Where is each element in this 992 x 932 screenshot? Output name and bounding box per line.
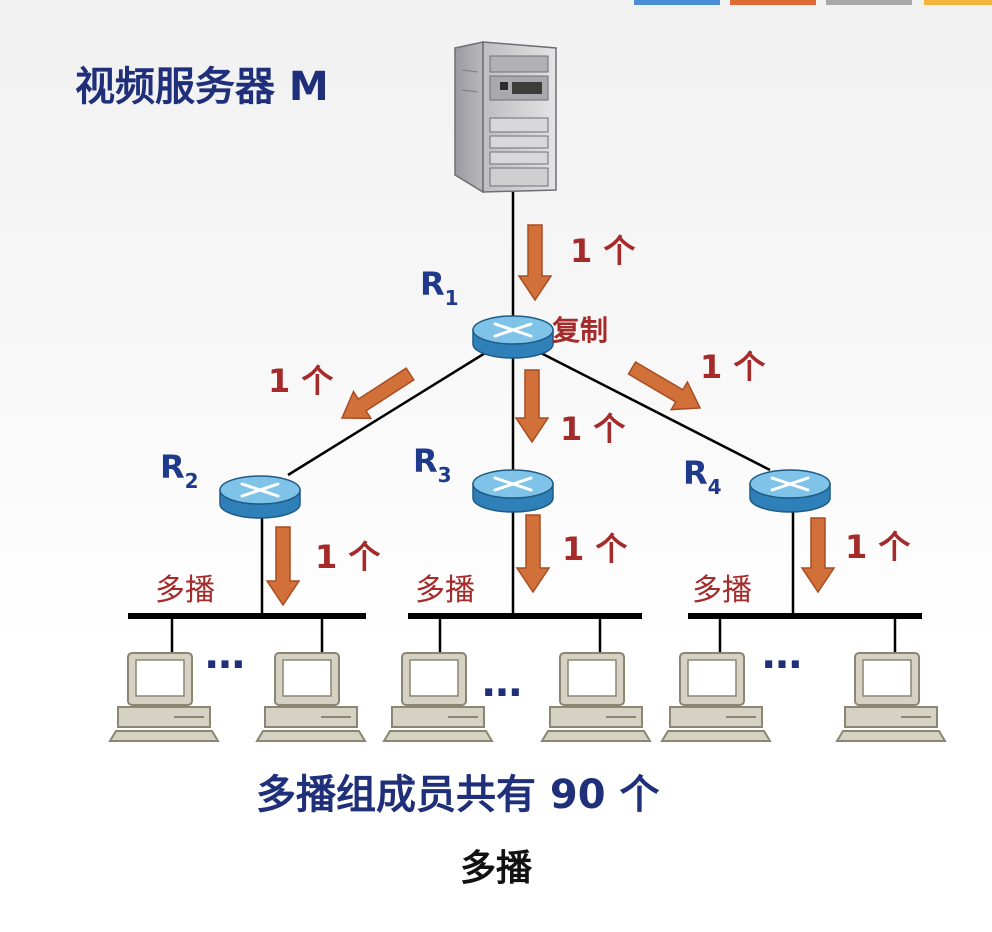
diagram-title: 视频服务器 M — [75, 64, 329, 110]
host-pc-icon — [835, 652, 947, 742]
multicast-label-lan3: 多播 — [692, 573, 752, 608]
host-pc-icon — [540, 652, 652, 742]
count-label-r1-r4: 1 个 — [700, 348, 765, 386]
host-pc-icon — [255, 652, 367, 742]
arrows-layer — [265, 224, 836, 607]
routers-layer — [219, 315, 831, 519]
router-icon-r3 — [472, 469, 554, 513]
network-links — [260, 192, 795, 615]
server-icon — [454, 41, 557, 194]
router-label-r3: R3 — [413, 442, 452, 487]
copy-label: 复制 — [552, 314, 608, 347]
ellipsis-lan2: … — [482, 660, 522, 706]
host-pc-icon — [108, 652, 220, 742]
ellipsis-lan1: … — [205, 632, 245, 678]
arrow-r1-r2 — [340, 367, 415, 420]
ellipsis-lan3: … — [762, 632, 802, 678]
hosts-layer — [108, 652, 947, 742]
count-label-r2-lan: 1 个 — [315, 538, 380, 576]
arrow-r4-lan — [800, 517, 836, 594]
count-label-server-r1: 1 个 — [570, 232, 635, 270]
arrow-r1-r4 — [627, 360, 702, 411]
router-label-r4: R4 — [683, 454, 722, 499]
multicast-label-lan1: 多播 — [155, 573, 215, 608]
footer-caption: 多播 — [460, 848, 533, 889]
top-tab-yellow — [924, 0, 992, 5]
member-count-caption: 多播组成员共有 90 个 — [256, 772, 660, 818]
router-label-r1: R1 — [420, 265, 459, 310]
router-icon-r1 — [472, 315, 554, 359]
count-label-r1-r3: 1 个 — [560, 410, 625, 448]
count-label-r3-lan: 1 个 — [562, 530, 627, 568]
top-tab-orange — [730, 0, 816, 5]
top-tab-blue — [634, 0, 720, 5]
router-label-r2: R2 — [160, 448, 199, 493]
router-icon-r2 — [219, 475, 301, 519]
count-label-r1-r2: 1 个 — [268, 362, 333, 400]
arrow-server-r1 — [517, 224, 553, 302]
host-pc-icon — [660, 652, 772, 742]
multicast-label-lan2: 多播 — [415, 573, 475, 608]
arrow-r1-r3 — [514, 369, 550, 444]
top-tab-gray — [826, 0, 912, 5]
arrow-r3-lan — [515, 514, 551, 594]
arrow-r2-lan — [265, 526, 301, 607]
host-pc-icon — [382, 652, 494, 742]
count-label-r4-lan: 1 个 — [845, 528, 910, 566]
lan-buses — [128, 613, 922, 655]
router-icon-r4 — [749, 469, 831, 513]
